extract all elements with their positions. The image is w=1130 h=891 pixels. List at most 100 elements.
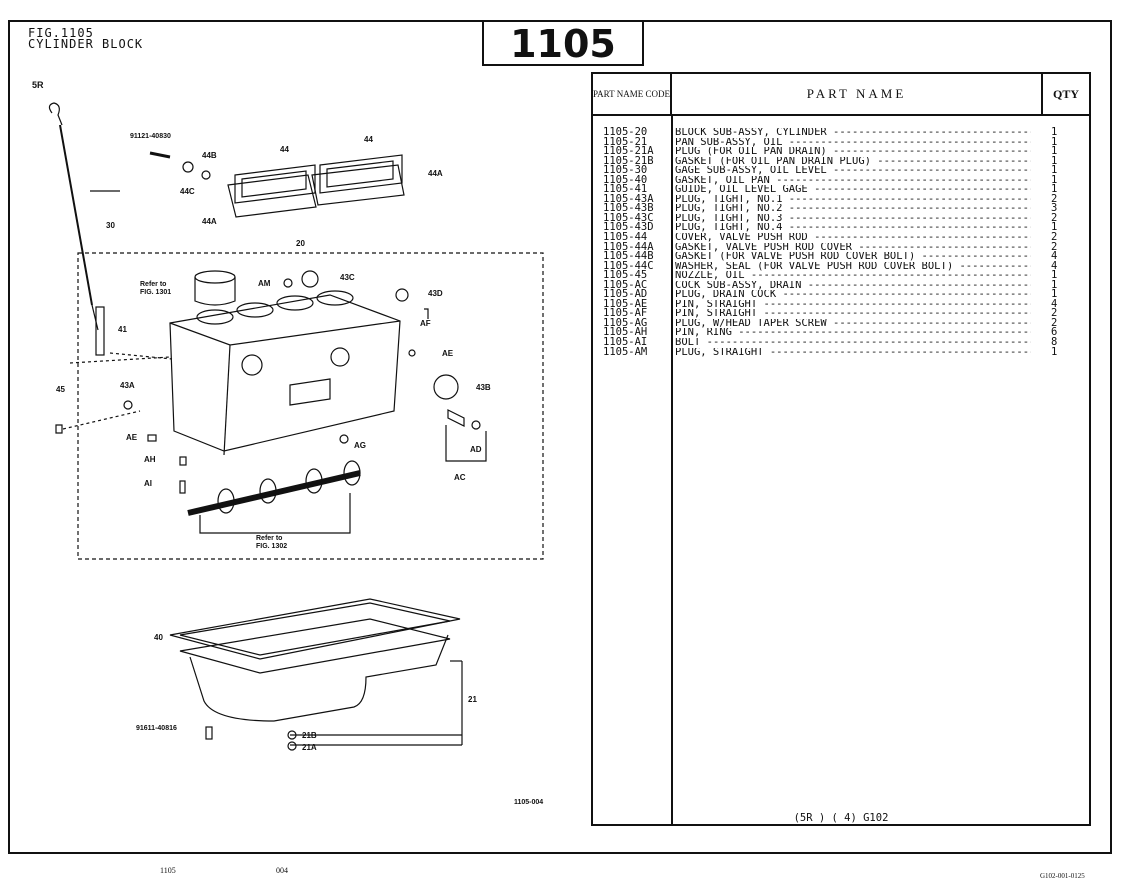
part-qty: 8 xyxy=(1051,336,1058,349)
part-qty: 1 xyxy=(1051,278,1058,291)
footer-doc-code: G102-001-0125 xyxy=(1040,872,1085,880)
drain-plug-21a-drawing xyxy=(287,741,297,751)
table-row: 1105-21A PLUG (FOR OIL PAN DRAIN) 1 xyxy=(593,145,1089,158)
part-code: 1105-43D xyxy=(603,221,654,234)
oil-level-gage-drawing xyxy=(48,102,99,331)
label-44a-1: 44A xyxy=(428,169,443,178)
part-name: COVER, VALVE PUSH ROD xyxy=(675,233,1031,243)
part-code: 1105-AC xyxy=(603,278,648,291)
bolt-ai-drawing xyxy=(179,480,186,494)
figure-title: FIG.1105 CYLINDER BLOCK xyxy=(28,26,144,51)
part-code: 1105-41 xyxy=(603,183,648,196)
part-name: NOZZLE, OIL xyxy=(675,271,1031,281)
header-code: PART NAME CODE xyxy=(593,74,672,116)
footer-page-left: 1105 xyxy=(160,866,176,875)
pin-ah-drawing xyxy=(179,456,187,466)
part-qty: 4 xyxy=(1051,297,1058,310)
part-qty: 4 xyxy=(1051,259,1058,272)
part-name: PLUG, DRAIN COCK xyxy=(675,290,1031,300)
engine-code: 5R xyxy=(32,80,44,90)
part-qty: 3 xyxy=(1051,202,1058,215)
part-code: 1105-AM xyxy=(603,345,648,358)
part-code: 1105-43B xyxy=(603,202,654,215)
part-name: PLUG (FOR OIL PAN DRAIN) xyxy=(675,147,1031,157)
label-af: AF xyxy=(420,319,431,328)
part-name: WASHER, SEAL (FOR VALVE PUSH ROD COVER B… xyxy=(675,262,1031,272)
part-name: PLUG, TIGHT, NO.1 xyxy=(675,195,1031,205)
header-name: PART NAME xyxy=(672,74,1043,116)
camshaft-drawing xyxy=(187,460,361,534)
bolt-91611-drawing xyxy=(205,726,213,740)
figure-name: CYLINDER BLOCK xyxy=(28,37,144,51)
part-code: 1105-43C xyxy=(603,211,654,224)
part-name: BOLT xyxy=(675,338,1031,348)
part-qty: 1 xyxy=(1051,126,1058,138)
plug-43b-drawing xyxy=(433,374,459,400)
label-44-1: 44 xyxy=(280,145,289,154)
part-qty: 1 xyxy=(1051,183,1058,196)
part-name: GASKET, OIL PAN xyxy=(675,176,1031,186)
part-qty: 1 xyxy=(1051,154,1058,167)
page-frame xyxy=(8,20,1112,854)
part-qty: 1 xyxy=(1051,135,1058,148)
label-45: 45 xyxy=(56,385,65,394)
oil-pan-drawing xyxy=(179,618,451,722)
label-refer-1301-b: FIG. 1301 xyxy=(140,289,172,296)
header-qty: QTY xyxy=(1043,74,1089,116)
part-name: PIN, STRAIGHT xyxy=(675,309,1031,319)
table-footer: (5R ) ( 4) G102 xyxy=(793,812,889,824)
label-44a-2: 44A xyxy=(202,217,217,226)
table-row: 1105-43D PLUG, TIGHT, NO.4 1 xyxy=(593,221,1089,234)
part-code: 1105-45 xyxy=(603,269,648,282)
part-code: 1105-AI xyxy=(603,336,648,349)
label-43c: 43C xyxy=(340,273,355,282)
drain-plug-drawing xyxy=(471,420,481,430)
part-qty: 1 xyxy=(1051,288,1058,301)
part-name: GUIDE, OIL LEVEL GAGE xyxy=(675,185,1031,195)
part-name: PIN, STRAIGHT xyxy=(675,300,1031,310)
drawing-number: 1105-004 xyxy=(514,799,544,806)
part-qty: 1 xyxy=(1051,145,1058,158)
part-qty: 1 xyxy=(1051,164,1058,177)
part-code: 1105-44B xyxy=(603,250,654,263)
part-name: PLUG, TIGHT, NO.4 xyxy=(675,223,1031,233)
nozzle-drawing xyxy=(55,424,63,434)
label-91121: 91121-40830 xyxy=(130,133,171,140)
bolt-washer-drawing xyxy=(149,151,211,180)
plug-ag-drawing xyxy=(339,434,349,444)
part-qty: 1 xyxy=(1051,221,1058,234)
part-name: PLUG, W/HEAD TAPER SCREW xyxy=(675,319,1031,329)
part-code: 1105-43A xyxy=(603,192,654,205)
label-ac: AC xyxy=(454,473,466,482)
label-refer-1302-a: Refer to xyxy=(256,535,283,542)
column-divider xyxy=(671,116,673,824)
part-code: 1105-21B xyxy=(603,154,654,167)
diagram-drawing xyxy=(48,102,544,751)
part-qty: 2 xyxy=(1051,192,1058,205)
part-code: 1105-AG xyxy=(603,316,648,329)
label-ae-1: AE xyxy=(442,349,454,358)
label-ad: AD xyxy=(470,445,482,454)
piston-drawing xyxy=(194,270,236,306)
plug-43d-drawing xyxy=(395,288,409,302)
label-43a: 43A xyxy=(120,381,135,390)
figure-number: FIG.1105 xyxy=(28,26,94,40)
part-code: 1105-21A xyxy=(603,145,654,158)
part-name: GAGE SUB-ASSY, OIL LEVEL xyxy=(675,166,1031,176)
plug-am-drawing xyxy=(283,278,293,288)
guide-drawing xyxy=(95,306,105,356)
part-qty: 2 xyxy=(1051,240,1058,253)
drain-cock-drawing xyxy=(447,409,465,427)
